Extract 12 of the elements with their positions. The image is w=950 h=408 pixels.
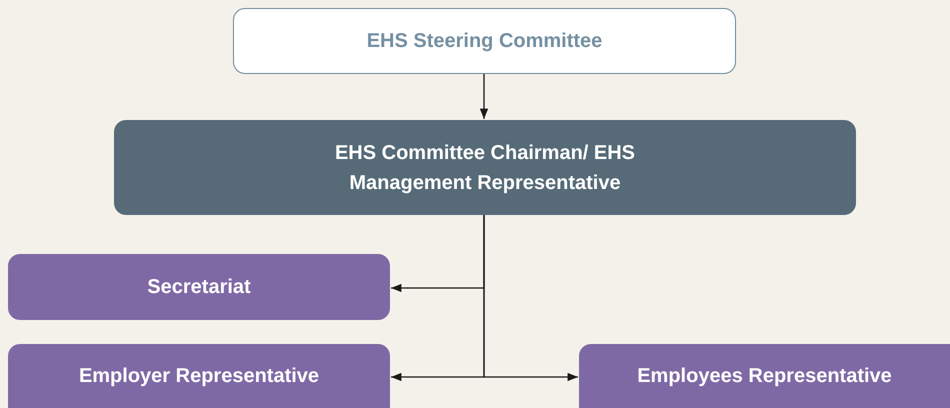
arrow xyxy=(483,215,578,382)
arrow xyxy=(480,74,488,119)
box-label: EHS Committee Chairman/ EHS Management Representative xyxy=(334,140,636,196)
org-box xyxy=(579,344,950,408)
org-box xyxy=(8,344,390,408)
org-box xyxy=(233,8,736,74)
box-label: Employees Representative xyxy=(637,364,892,389)
box-label: Secretariat xyxy=(147,275,251,300)
box-label: EHS Steering Committee xyxy=(366,29,602,54)
org-box xyxy=(114,120,856,215)
org-box xyxy=(8,254,390,320)
box-label: Employer Representative xyxy=(78,364,320,389)
